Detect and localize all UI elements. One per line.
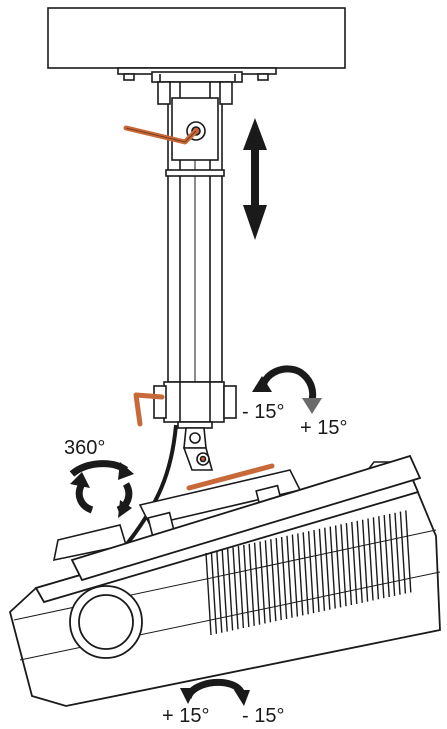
vent-slat [351,521,358,604]
height-adjust-arrow [243,118,267,240]
hex-key-lower [133,392,165,427]
vent-grille [205,510,412,636]
hex-key-tilt [186,463,275,491]
vent-slat [399,511,407,594]
vent-slat [248,543,255,626]
vent-slat [297,533,304,616]
vent-slat [324,527,331,610]
vent-slat [329,526,336,609]
vent-slat [345,523,353,606]
vent-slat [405,510,412,593]
roll-plus-label: + 15° [162,705,209,727]
vent-slat [286,535,293,618]
vent-slat [356,520,363,603]
cable [116,424,178,557]
vent-slat [367,518,374,601]
vent-slat [253,542,261,625]
vent-slat [372,517,380,600]
vent-slat [237,546,245,629]
tilt-minus-label: - 15° [242,401,284,423]
vent-slat [394,512,401,595]
vent-slat [318,528,326,611]
vent-slat [259,541,266,624]
vent-slat [378,516,385,599]
lower-joint [153,381,237,471]
vent-slat [383,515,390,598]
vent-slat [226,548,234,631]
vent-slat [210,551,218,634]
roll-minus-label: - 15° [242,705,284,727]
vent-slat [307,531,315,614]
vent-slat [264,540,272,623]
vent-slat [205,552,212,636]
rotation-label: 360° [64,437,105,459]
vent-slat [340,524,347,607]
vent-slat [270,539,277,622]
vent-slat [388,513,396,596]
projector-lens [69,585,143,659]
vent-slat [313,529,320,613]
tilt-plus-label: + 15° [300,417,347,439]
vent-slat [243,544,250,627]
tilt-arrow [252,365,322,414]
vent-slat [216,550,223,633]
ceiling-plate [47,7,346,83]
roll-arrow [180,678,250,706]
upper-pole [157,81,233,383]
vent-slat [291,534,299,617]
vent-slat [232,547,239,630]
rotation-360-arrow [69,460,134,518]
vent-slat [302,532,309,615]
vent-slat [280,536,288,619]
vent-slat [275,538,282,621]
vent-slat [334,525,342,608]
vent-slat [361,519,369,602]
vent-slat [221,549,228,632]
